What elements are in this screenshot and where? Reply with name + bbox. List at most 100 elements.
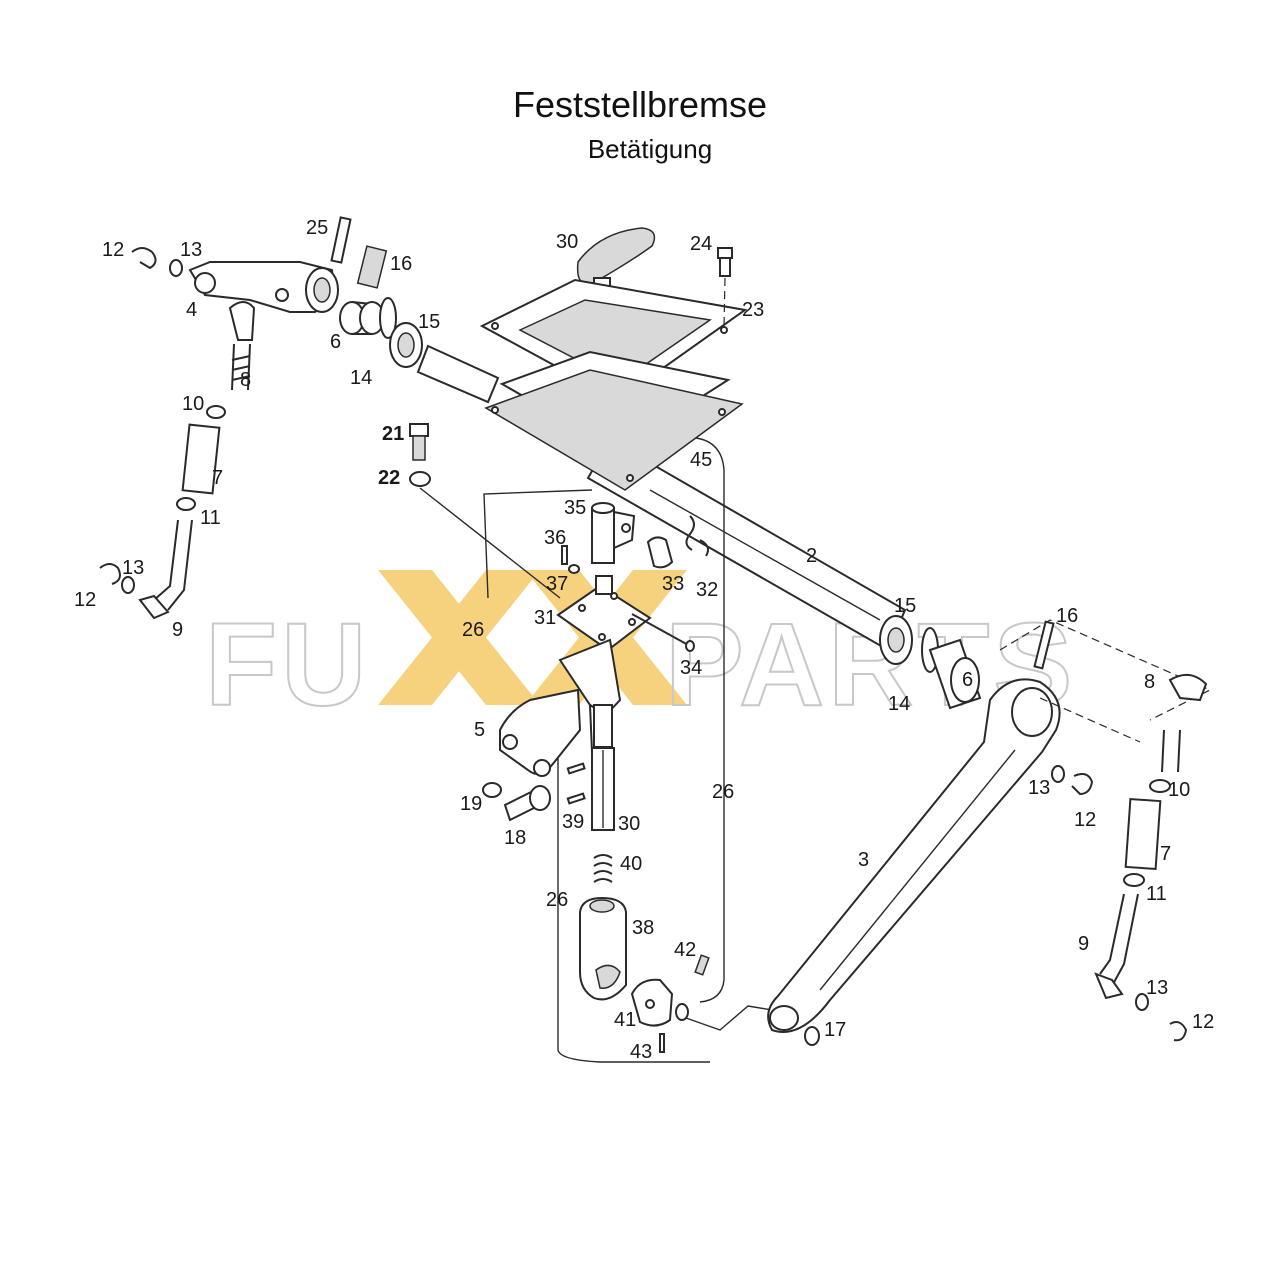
dashed-guide-right-mid bbox=[1039, 697, 1141, 743]
label-12: 12 bbox=[102, 239, 124, 261]
label-17: 17 bbox=[824, 1019, 846, 1041]
label-16: 16 bbox=[390, 253, 412, 275]
pin-16-right bbox=[1033, 620, 1055, 670]
label-9: 9 bbox=[172, 619, 183, 641]
label-12: 12 bbox=[74, 589, 96, 611]
leader-to-lever-3 bbox=[685, 1005, 773, 1031]
sleeve-16-top bbox=[356, 245, 388, 289]
label-3: 3 bbox=[858, 849, 869, 871]
clip-12-top-left bbox=[131, 247, 183, 277]
label-43: 43 bbox=[630, 1041, 652, 1063]
washer-19 bbox=[482, 782, 502, 798]
label-41: 41 bbox=[614, 1009, 636, 1031]
washer-clip-13-12-mid bbox=[1051, 765, 1094, 796]
watermark-x-logo bbox=[378, 570, 687, 705]
label-26-right: 26 bbox=[712, 781, 734, 803]
label-24: 24 bbox=[690, 233, 712, 255]
left-lever-4 bbox=[188, 261, 339, 313]
diagram-title: Feststellbremse bbox=[512, 84, 768, 125]
washer-17 bbox=[804, 1026, 820, 1046]
pin-36 bbox=[561, 545, 580, 574]
cam-33 bbox=[646, 536, 674, 569]
label-18: 18 bbox=[504, 827, 526, 849]
label-12-right: 12 bbox=[1074, 809, 1096, 831]
bolt-21 bbox=[409, 423, 429, 461]
screw-24 bbox=[717, 247, 733, 329]
label-8: 8 bbox=[240, 369, 251, 391]
label-13: 13 bbox=[122, 557, 144, 579]
pins-39 bbox=[566, 762, 586, 805]
bearing-15-right bbox=[879, 615, 913, 665]
label-35: 35 bbox=[564, 497, 586, 519]
watermark-text-left: FU bbox=[205, 599, 370, 731]
label-13: 13 bbox=[180, 239, 202, 261]
pin-43 bbox=[659, 1033, 665, 1053]
label-37: 37 bbox=[546, 573, 568, 595]
label-30: 30 bbox=[556, 231, 578, 253]
diagram-subtitle: Betätigung bbox=[587, 134, 713, 164]
label-5: 5 bbox=[474, 719, 485, 741]
label-30-lower: 30 bbox=[618, 813, 640, 835]
bushing-6-left bbox=[339, 301, 385, 335]
label-6: 6 bbox=[330, 331, 341, 353]
spring-32 bbox=[685, 515, 709, 557]
label-22: 22 bbox=[378, 467, 400, 489]
label-42: 42 bbox=[674, 939, 696, 961]
label-33: 33 bbox=[662, 573, 684, 595]
label-7-right: 7 bbox=[1160, 843, 1171, 865]
label-15-right: 15 bbox=[894, 595, 916, 617]
label-13-lower-right: 13 bbox=[1146, 977, 1168, 999]
pin-34 bbox=[631, 613, 695, 652]
rod-30-lower bbox=[591, 704, 615, 831]
spring-40 bbox=[593, 854, 613, 883]
label-31: 31 bbox=[534, 607, 556, 629]
label-45: 45 bbox=[690, 449, 712, 471]
label-6-right: 6 bbox=[962, 669, 973, 691]
seal-boot-45 bbox=[484, 350, 744, 491]
label-12-lower-right: 12 bbox=[1192, 1011, 1214, 1033]
label-21: 21 bbox=[382, 423, 404, 445]
label-26: 26 bbox=[462, 619, 484, 641]
label-14: 14 bbox=[350, 367, 372, 389]
label-4: 4 bbox=[186, 299, 197, 321]
ring-14-left bbox=[379, 297, 397, 339]
label-7: 7 bbox=[212, 467, 223, 489]
bolt-18 bbox=[503, 785, 551, 822]
pivot-35 bbox=[591, 502, 636, 564]
label-2: 2 bbox=[806, 545, 817, 567]
bracket-26-upper bbox=[483, 489, 593, 599]
label-34: 34 bbox=[680, 657, 702, 679]
label-36: 36 bbox=[544, 527, 566, 549]
clevis-41 bbox=[630, 978, 689, 1027]
bracket-26-right bbox=[695, 437, 725, 1003]
washer-22 bbox=[409, 471, 561, 599]
label-23: 23 bbox=[742, 299, 764, 321]
right-linkage bbox=[1094, 673, 1208, 1042]
label-13-right: 13 bbox=[1028, 777, 1050, 799]
left-linkage bbox=[99, 301, 256, 620]
pin-42 bbox=[694, 954, 710, 976]
label-10: 10 bbox=[182, 393, 204, 415]
label-11-right: 11 bbox=[1146, 883, 1167, 905]
label-32: 32 bbox=[696, 579, 718, 601]
lever-5 bbox=[499, 688, 582, 777]
bushing-6-right bbox=[928, 638, 982, 710]
label-38: 38 bbox=[632, 917, 654, 939]
label-40: 40 bbox=[620, 853, 642, 875]
label-39: 39 bbox=[562, 811, 584, 833]
label-8-right: 8 bbox=[1144, 671, 1155, 693]
grip-38 bbox=[579, 896, 627, 1001]
label-19: 19 bbox=[460, 793, 482, 815]
label-14-right: 14 bbox=[888, 693, 910, 715]
lever-3 bbox=[767, 678, 1061, 1033]
label-26-lower: 26 bbox=[546, 889, 568, 911]
label-15: 15 bbox=[418, 311, 440, 333]
label-11: 11 bbox=[200, 507, 221, 529]
bearing-15-left bbox=[389, 322, 423, 368]
label-16-right: 16 bbox=[1056, 605, 1078, 627]
pin-25 bbox=[330, 216, 352, 264]
cross-31 bbox=[556, 575, 652, 652]
dashed-guide-right-top bbox=[999, 619, 1212, 721]
